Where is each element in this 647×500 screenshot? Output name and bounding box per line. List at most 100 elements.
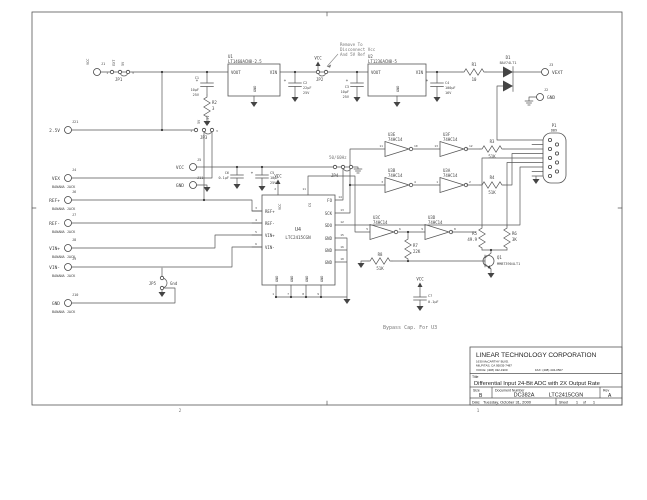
c4-plus: + — [426, 78, 429, 83]
u3c-pin-out: 6 — [399, 227, 401, 231]
docnum-b: LTC2415CGN — [549, 393, 583, 399]
component-u2: U2 LT1236ACN8-5 VOUT VIN GND — [367, 54, 427, 97]
component-q1: Q1 MMBT3904LT1 — [482, 252, 520, 270]
company-address2: MILPITAS, CA 95035-7487 — [476, 364, 512, 368]
j9-label-vinm: VIN- — [49, 265, 60, 271]
u4-pinnum-13: 13 — [340, 208, 344, 212]
rev-value: A — [608, 393, 612, 399]
zone-label-1: 1 — [477, 408, 480, 414]
j11-label-gnd: GND — [176, 183, 184, 189]
size-label: Size — [473, 389, 480, 393]
u3c-pin-in: 5 — [366, 227, 368, 231]
j1-label-vcc: VCC — [86, 59, 90, 65]
value-c2: 22µF — [303, 86, 311, 90]
ref-j21: J21 — [72, 120, 78, 124]
ref-j11: J11 — [197, 176, 203, 180]
value-c5: 10µF — [270, 176, 278, 180]
note-remove-line2: Disconnect Vcc — [340, 47, 376, 52]
ref-jp1: JP1 — [115, 77, 123, 82]
component-u3a: U3A 74HC14 1 2 — [436, 168, 471, 194]
u1-pin-gnd: GND — [253, 86, 257, 92]
u4-pinnum-3: 3 — [255, 206, 257, 210]
c2-plus: + — [284, 78, 287, 83]
ref-j3: J3 — [549, 63, 553, 67]
ref-r5: R5 — [472, 231, 477, 236]
ref-jp4: JP4 — [331, 173, 339, 178]
u4-pin-gnd10: GND — [325, 260, 333, 265]
jack-j10: J10 GND BANANA JACK — [52, 293, 78, 314]
value-r8: 51K — [376, 266, 384, 271]
value-c7: 0.1µF — [428, 300, 439, 304]
u4-pin-sck: SCK — [325, 211, 333, 216]
component-u3c: U3C 74HC14 5 6 — [366, 215, 401, 241]
j2-label-gnd: GND — [547, 95, 555, 101]
u3e-pin-in: 11 — [379, 144, 383, 148]
ref-j4: J4 — [72, 168, 76, 172]
date-label: Date: — [472, 401, 480, 405]
jumper-jp3: 1 3 JP3 5V 2.5V — [190, 115, 218, 140]
ref-j5: J5 — [197, 158, 201, 162]
ref-c2: C2 — [303, 81, 307, 85]
jp1-pin1: 1 — [106, 71, 108, 75]
u2-pin-vout: VOUT — [371, 70, 381, 75]
u4-pin-gnd16: GND — [325, 248, 333, 253]
value-r5: 49.9 — [467, 237, 477, 242]
docnum-a: DC382A — [514, 393, 535, 399]
u4-pin-refm: REF- — [265, 221, 275, 226]
note-bypass: Bypass Cap. For U3 — [383, 325, 437, 331]
title-block: LINEAR TECHNOLOGY CORPORATION 1630 McCAR… — [469, 346, 623, 406]
company-address1: 1630 McCARTHY BLVD. — [476, 360, 509, 364]
component-u3f: U3F 74HC14 13 12 — [434, 132, 473, 158]
component-r4: R4 51K — [479, 175, 505, 195]
u3b-pin-out: 4 — [414, 180, 416, 184]
u3e-pin-out: 10 — [414, 144, 418, 148]
jumper-jp2: JP2 VCC — [314, 56, 329, 82]
turret-j5: J5 VCC — [176, 158, 201, 171]
u4-pinnum-9: 9 — [317, 292, 319, 296]
value-c3: 10µF — [341, 90, 349, 94]
ref-p1: P1 — [552, 123, 557, 128]
u4-pinnum-14: 14 — [338, 195, 342, 199]
c5-plus: + — [251, 170, 254, 175]
component-r7: R7 22K — [404, 236, 421, 262]
value-c1: 10µF — [191, 88, 199, 92]
u4-pinnum-1: 1 — [272, 292, 274, 296]
ref-r7: R7 — [413, 243, 418, 248]
jp1-pin3: 3 — [132, 71, 134, 75]
junction-dots — [160, 70, 493, 299]
u4-pin-gnd9: GND — [320, 276, 324, 282]
j8-banana-jack: BANANA JACK — [52, 255, 76, 259]
j7-label-refm: REF- — [49, 221, 60, 227]
ref-r1: R1 — [472, 62, 477, 67]
jack-j4: J4 VEX BANANA JACK — [52, 168, 76, 189]
jp5-label-gnd: Gnd — [170, 281, 178, 286]
ref-c3: C3 — [345, 85, 349, 89]
ref-c6: C6 — [225, 171, 229, 175]
jack-j3: J3 VEXT — [541, 63, 563, 76]
component-u4: U4 LTC2415CGN REF+ REF- VIN+ VIN- 3 4 5 … — [251, 174, 344, 296]
value-r4: 51K — [488, 190, 496, 195]
jp1-option-a: EXT — [112, 59, 116, 66]
date-value: Tuesday, October 31, 2000 — [483, 400, 532, 405]
j5-label-vcc: VCC — [176, 165, 184, 171]
j8-label-vinp: VIN+ — [49, 246, 60, 252]
title-label: Title — [472, 375, 479, 379]
u4-pin-refp: REF+ — [265, 209, 275, 214]
value-r7: 22K — [413, 249, 421, 254]
zone-label-2: 2 — [179, 408, 182, 414]
u4-pinnum-12: 12 — [340, 220, 344, 224]
u3d-pin-in: 9 — [421, 227, 423, 231]
u2-pin-gnd: GND — [396, 86, 400, 92]
component-u1: U1 LT1460ACN8-2.5 VOUT VIN GND — [227, 54, 281, 97]
c7-vcc-flag: VCC — [416, 277, 424, 282]
u3a-pin-in: 1 — [436, 180, 438, 184]
component-r5: R5 49.9 — [467, 225, 486, 251]
jack-j7: J7 REF- BANANA JACK — [49, 213, 76, 234]
ref-u3b: U3B — [388, 168, 396, 173]
ref-r3: R3 — [490, 139, 495, 144]
u4-pin-gnd15: GND — [325, 236, 333, 241]
wire-segments — [71, 65, 544, 307]
value-r1: 10 — [472, 77, 477, 82]
